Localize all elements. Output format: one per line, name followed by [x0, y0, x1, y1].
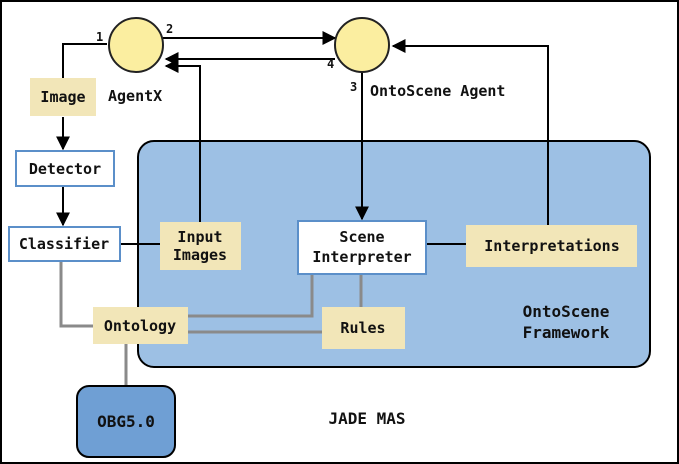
- port-label-4: 4: [327, 57, 334, 71]
- input-images-to-agentx-arrow: [164, 59, 201, 222]
- ontology-label: Ontology: [104, 317, 176, 335]
- ontoscene-agent[interactable]: OntoScene Agent: [334, 17, 505, 100]
- detector-box[interactable]: [15, 150, 115, 187]
- image-label: Image: [40, 88, 85, 106]
- detector-label: Detector: [29, 160, 101, 178]
- ontology-box[interactable]: [93, 307, 188, 344]
- classifier-label: Classifier: [19, 235, 109, 253]
- image-node[interactable]: Image: [30, 78, 96, 116]
- rules-node[interactable]: Rules: [322, 307, 405, 349]
- classifier-to-ontology-line: [59, 261, 94, 328]
- port-label-3: 3: [350, 80, 357, 94]
- input-images-node[interactable]: Input Images: [160, 222, 241, 270]
- black-connections: [56, 31, 549, 245]
- rules-label: Rules: [340, 319, 385, 337]
- input-images-label-line2: Images: [173, 246, 227, 264]
- ontoscene-agent-label: OntoScene Agent: [370, 82, 505, 100]
- jade-mas-label: JADE MAS: [328, 409, 405, 428]
- scene-interpreter-node[interactable]: Scene Interpreter: [297, 220, 427, 275]
- agentx[interactable]: AgentX: [108, 17, 164, 105]
- port-label-2: 2: [166, 22, 173, 36]
- agentx-circle[interactable]: [108, 17, 164, 73]
- scene-interpreter-box[interactable]: [297, 220, 427, 275]
- obg-node[interactable]: OBG5.0: [76, 385, 176, 458]
- interpretations-node[interactable]: Interpretations: [466, 225, 637, 267]
- agentx-port1-to-image-line: [62, 43, 107, 78]
- classifier-node[interactable]: Classifier: [8, 226, 121, 262]
- obg-label: OBG5.0: [97, 412, 155, 431]
- scene-interpreter-label-line2: Interpreter: [312, 248, 411, 266]
- obg-box[interactable]: [76, 385, 176, 458]
- rules-box[interactable]: [322, 307, 405, 349]
- classifier-box[interactable]: [8, 226, 121, 262]
- interpretations-box[interactable]: [466, 225, 637, 267]
- ontoscene-agent-circle[interactable]: [334, 17, 390, 73]
- interpretations-to-ontoscene-arrow: [391, 39, 549, 225]
- port-label-1: 1: [96, 30, 103, 44]
- framework-label-line2: Framework: [523, 323, 610, 342]
- image-box[interactable]: [30, 78, 96, 116]
- interpretations-label: Interpretations: [484, 237, 619, 255]
- scene-interpreter-label-line1: Scene: [339, 228, 384, 246]
- gray-connections: [59, 261, 363, 386]
- framework-label-line1: OntoScene: [523, 302, 610, 321]
- input-images-box[interactable]: [160, 222, 241, 270]
- input-images-label-line1: Input: [177, 228, 222, 246]
- agentx-label: AgentX: [108, 87, 162, 105]
- ontology-to-scene-interpreter-line: [188, 274, 314, 318]
- ontology-node[interactable]: Ontology: [93, 307, 188, 344]
- detector-node[interactable]: Detector: [15, 150, 115, 187]
